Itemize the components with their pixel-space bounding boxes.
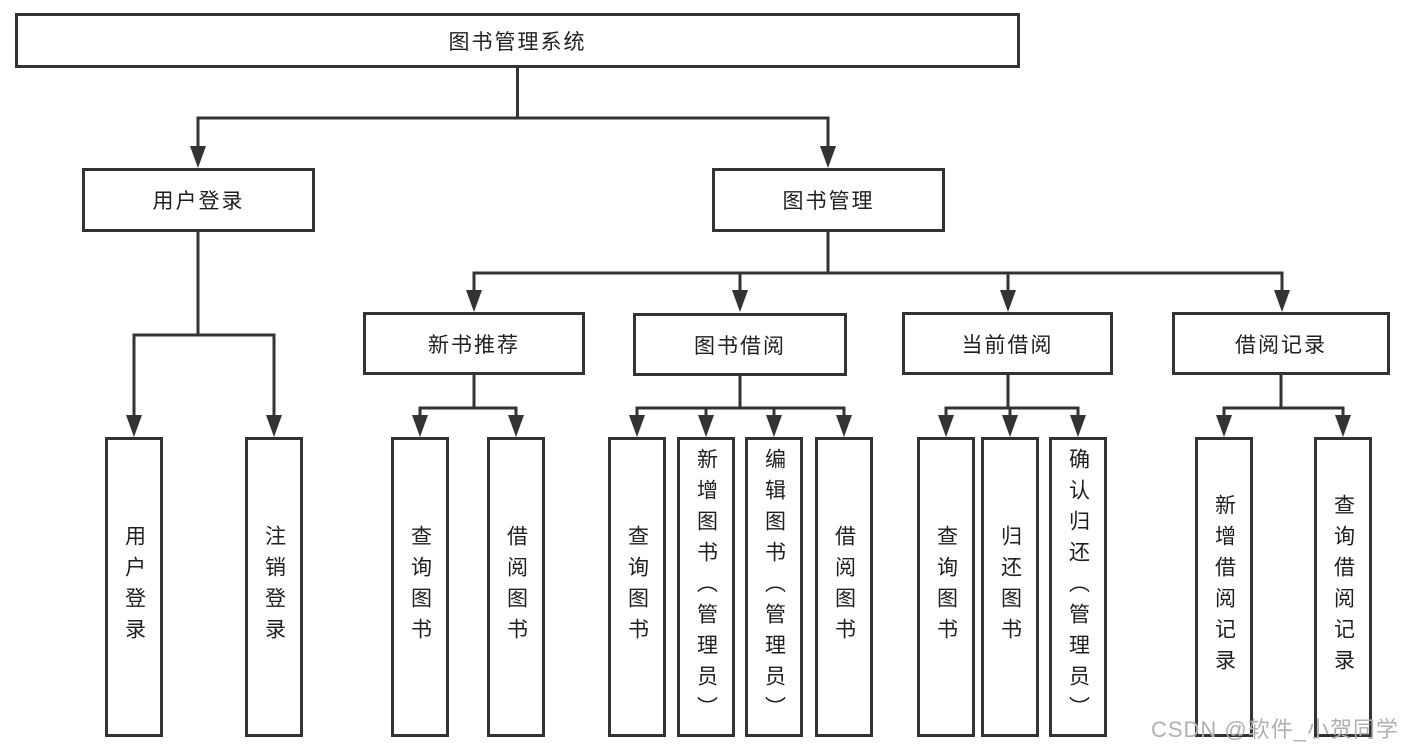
node-current-borrow: 当前借阅	[902, 312, 1113, 375]
node-new-book-recommend: 新书推荐	[363, 312, 585, 375]
node-root: 图书管理系统	[15, 13, 1020, 68]
leaf-logout: 注销登录	[245, 437, 303, 737]
leaf-records-add-record: 新增借阅记录	[1195, 437, 1253, 737]
leaf-recommend-borrow-book: 借阅图书	[487, 437, 545, 737]
leaf-borrow-query-book: 查询图书	[608, 437, 666, 737]
leaf-recommend-query-book: 查询图书	[391, 437, 449, 737]
node-user-login: 用户登录	[82, 168, 315, 232]
node-book-management: 图书管理	[712, 168, 945, 232]
leaf-current-confirm-return-admin: 确认归还（管理员）	[1049, 437, 1107, 737]
watermark: CSDN @软件_小贺同学	[1150, 717, 1399, 742]
node-borrow-records: 借阅记录	[1172, 312, 1390, 375]
leaf-user-login: 用户登录	[105, 437, 163, 737]
leaf-borrow-edit-book-admin: 编辑图书（管理员）	[745, 437, 803, 737]
node-book-borrow: 图书借阅	[633, 313, 847, 376]
leaf-current-query-book: 查询图书	[917, 437, 975, 737]
leaf-records-query-record: 查询借阅记录	[1314, 437, 1372, 737]
leaf-borrow-borrow-book: 借阅图书	[815, 437, 873, 737]
leaf-borrow-add-book-admin: 新增图书（管理员）	[677, 437, 735, 737]
leaf-current-return-book: 归还图书	[981, 437, 1039, 737]
